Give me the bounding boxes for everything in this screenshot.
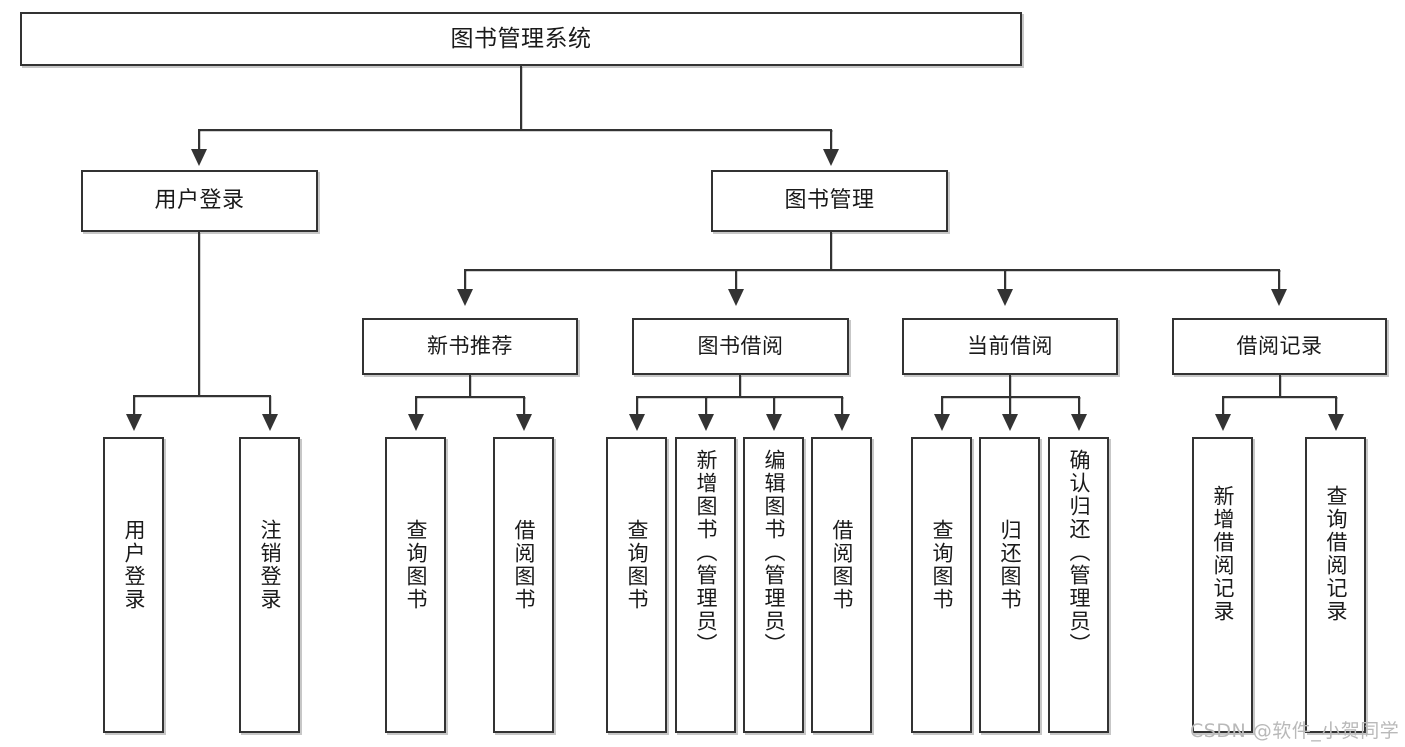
leaf-label: 查询图书 [624, 519, 649, 611]
connector-newbook-leg-2 [523, 396, 525, 416]
arrowhead-leaf-add-book [698, 414, 714, 431]
leaf-query-book-recommend[interactable]: 查询图书 [385, 437, 446, 733]
leaf-edit-book-admin[interactable]: 编辑图书（管理员） [743, 437, 804, 733]
arrowhead-current-borrow [997, 289, 1013, 306]
node-new-book-recommend[interactable]: 新书推荐 [362, 318, 578, 375]
leaf-query-book-borrow[interactable]: 查询图书 [606, 437, 667, 733]
connector-newbook-rail [415, 396, 525, 398]
arrowhead-leaf-borrow-book-2 [834, 414, 850, 431]
leaf-label: 查询图书 [403, 519, 428, 611]
connector-leg-user-login [198, 129, 200, 151]
connector-borrowrecord-leg-2 [1335, 396, 1337, 416]
csdn-watermark: CSDN @软件_小贺同学 [1190, 720, 1400, 742]
arrowhead-new-book-recommend [457, 289, 473, 306]
connector-bookborrow-leg-4 [841, 396, 843, 416]
connector-level2-rail [198, 129, 832, 131]
leaf-label: 确认归还（管理员） [1066, 449, 1091, 656]
node-book-borrow[interactable]: 图书借阅 [632, 318, 849, 375]
node-label: 新书推荐 [427, 334, 513, 359]
node-book-management[interactable]: 图书管理 [711, 170, 948, 232]
connector-userlogin-leg-2 [269, 395, 271, 416]
connector-userlogin-stem [198, 232, 200, 396]
connector-level3-leg-1 [464, 269, 466, 291]
node-label: 图书管理系统 [450, 25, 592, 52]
connector-leg-book-manage [830, 129, 832, 151]
node-label: 借阅记录 [1236, 334, 1323, 359]
node-label: 图书借阅 [697, 334, 784, 359]
connector-borrowrecord-leg-1 [1222, 396, 1224, 416]
connector-currentborrow-leg-3 [1078, 396, 1080, 416]
arrowhead-leaf-query-book-1 [408, 414, 424, 431]
node-label: 用户登录 [154, 188, 245, 214]
leaf-confirm-return-admin[interactable]: 确认归还（管理员） [1048, 437, 1109, 733]
arrowhead-leaf-query-book-3 [934, 414, 950, 431]
node-user-login[interactable]: 用户登录 [81, 170, 318, 232]
connector-bookborrow-rail [636, 396, 843, 398]
node-borrow-record[interactable]: 借阅记录 [1172, 318, 1387, 375]
arrowhead-leaf-return-book [1002, 414, 1018, 431]
leaf-label: 编辑图书（管理员） [761, 449, 786, 656]
leaf-query-book-current[interactable]: 查询图书 [911, 437, 972, 733]
connector-bookborrow-leg-1 [636, 396, 638, 416]
leaf-add-book-admin[interactable]: 新增图书（管理员） [675, 437, 736, 733]
connector-newbook-leg-1 [415, 396, 417, 416]
connector-bookmanage-stem [830, 232, 832, 270]
connector-bookborrow-stem [739, 375, 741, 397]
leaf-query-borrow-record[interactable]: 查询借阅记录 [1305, 437, 1366, 733]
leaf-user-login[interactable]: 用户登录 [103, 437, 164, 733]
arrowhead-leaf-edit-book [766, 414, 782, 431]
connector-bookborrow-leg-2 [705, 396, 707, 416]
arrowhead-leaf-user-login [126, 414, 142, 431]
connector-newbook-stem [469, 375, 471, 397]
connector-level3-leg-4 [1278, 269, 1280, 291]
arrowhead-leaf-query-borrow-record [1328, 414, 1344, 431]
leaf-add-borrow-record[interactable]: 新增借阅记录 [1192, 437, 1253, 733]
leaf-return-book[interactable]: 归还图书 [979, 437, 1040, 733]
arrowhead-user-login [191, 149, 207, 166]
leaf-label: 查询图书 [929, 519, 954, 611]
arrowhead-leaf-confirm-return [1071, 414, 1087, 431]
connector-bookborrow-leg-3 [773, 396, 775, 416]
connector-root-stem [520, 66, 522, 130]
connector-currentborrow-leg-1 [941, 396, 943, 416]
leaf-logout[interactable]: 注销登录 [239, 437, 300, 733]
leaf-label: 查询借阅记录 [1323, 485, 1348, 623]
connector-userlogin-leg-1 [133, 395, 135, 416]
arrowhead-book-borrow [728, 289, 744, 306]
leaf-borrow-book-recommend[interactable]: 借阅图书 [493, 437, 554, 733]
leaf-label: 借阅图书 [829, 519, 854, 611]
leaf-label: 新增图书（管理员） [693, 449, 718, 656]
connector-currentborrow-stem [1009, 375, 1011, 397]
node-label: 当前借阅 [967, 334, 1053, 359]
node-label: 图书管理 [784, 188, 875, 214]
connector-borrowrecord-stem [1279, 375, 1281, 397]
leaf-label: 归还图书 [997, 519, 1022, 611]
connector-borrowrecord-rail [1222, 396, 1337, 398]
connector-level3-leg-3 [1004, 269, 1006, 291]
arrowhead-leaf-logout [262, 414, 278, 431]
leaf-borrow-book[interactable]: 借阅图书 [811, 437, 872, 733]
leaf-label: 借阅图书 [511, 519, 536, 611]
arrowhead-leaf-query-book-2 [629, 414, 645, 431]
connector-level3-rail [464, 269, 1280, 271]
arrowhead-book-manage [823, 149, 839, 166]
arrowhead-leaf-borrow-book-1 [516, 414, 532, 431]
node-root-system[interactable]: 图书管理系统 [20, 12, 1022, 66]
connector-level3-leg-2 [735, 269, 737, 291]
connector-userlogin-rail [133, 395, 270, 397]
leaf-label: 新增借阅记录 [1210, 485, 1235, 623]
node-current-borrow[interactable]: 当前借阅 [902, 318, 1118, 375]
connector-currentborrow-leg-2 [1009, 396, 1011, 416]
arrowhead-borrow-record [1271, 289, 1287, 306]
arrowhead-leaf-add-borrow-record [1215, 414, 1231, 431]
leaf-label: 用户登录 [121, 519, 146, 611]
leaf-label: 注销登录 [257, 519, 282, 611]
